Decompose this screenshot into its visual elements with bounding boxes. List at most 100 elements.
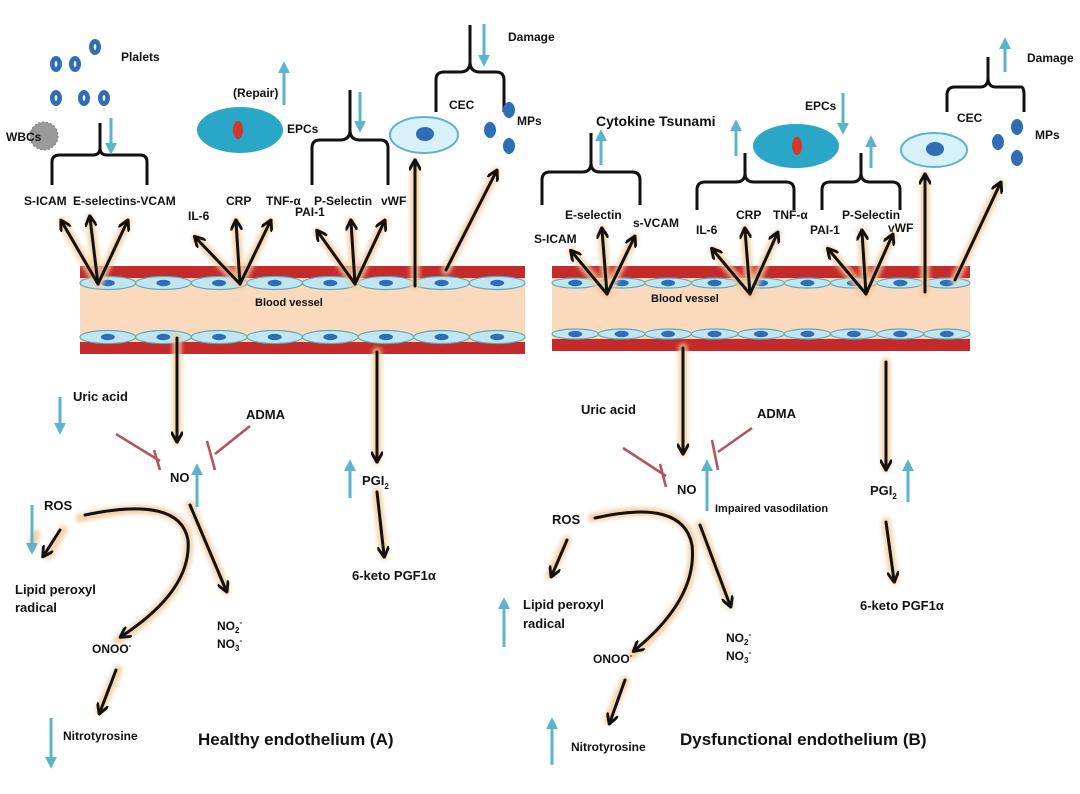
ros-label-b: ROS	[552, 512, 581, 527]
pai1-label-b: PAI-1	[810, 223, 840, 237]
s-vcam-label-b: s-VCAM	[633, 216, 679, 230]
cell-nucleus	[434, 279, 449, 287]
no-label: NO	[170, 470, 190, 485]
crp-label: CRP	[226, 194, 251, 208]
6-keto-pgf1a-label: 6-keto PGF1α	[352, 568, 436, 583]
cell-nucleus	[568, 279, 583, 287]
nitrotyrosine-label: Nitrotyrosine	[63, 729, 138, 743]
cell-nucleus	[378, 279, 393, 287]
wbcs-label: WBCs	[6, 130, 42, 144]
cell-nucleus	[661, 330, 676, 338]
ros-label: ROS	[44, 498, 73, 513]
no2-label: NO2-	[217, 618, 242, 635]
e-selectin-label-b: E-selectin	[565, 208, 622, 222]
cell-nucleus	[893, 279, 908, 287]
damage-label: Damage	[508, 30, 555, 44]
mps-label: MPs	[517, 114, 542, 128]
cell-nucleus	[893, 330, 908, 338]
no-pathway-b	[498, 343, 914, 765]
platelets-icon	[50, 39, 110, 106]
epcs-label-b: EPCs	[805, 99, 837, 113]
cell-nucleus	[212, 333, 227, 341]
cell-nucleus	[434, 333, 449, 341]
cell-nucleus	[661, 279, 676, 287]
onoo-label-b: ONOO-	[593, 651, 633, 666]
blood-vessel-label-b: Blood vessel	[651, 293, 719, 305]
p-selectin-label: P-Selectin	[314, 194, 372, 208]
mps-label-b: MPs	[1035, 128, 1060, 142]
damage-label-b: Damage	[1027, 51, 1074, 65]
cell-nucleus	[267, 333, 282, 341]
pselectin-brace-b	[820, 153, 902, 210]
onoo-label: ONOO-	[92, 641, 132, 656]
pai1-label: PAI-1	[295, 205, 325, 219]
cell-nucleus	[707, 330, 722, 338]
p-selectin-label-b: P-Selectin	[842, 208, 900, 222]
cell-nucleus	[156, 333, 171, 341]
cell-nucleus	[156, 279, 171, 287]
nitrotyrosine-label-b: Nitrotyrosine	[571, 740, 646, 754]
cell-nucleus	[378, 333, 393, 341]
lipid-peroxyl-label: Lipid peroxyl	[15, 582, 96, 597]
cell-nucleus	[707, 279, 722, 287]
panel-a-title: Healthy endothelium (A)	[198, 730, 394, 749]
panel-a-healthy: Plalets WBCs (Repair) EPCs Damage CEC MP…	[6, 24, 555, 769]
crp-label-b: CRP	[736, 208, 761, 222]
cell-nucleus	[212, 279, 227, 287]
cec-label: CEC	[449, 98, 475, 112]
no-pathway-a	[26, 333, 384, 769]
impaired-vasodilation-label: Impaired vasodilation	[715, 503, 828, 515]
adma-label-b: ADMA	[757, 406, 797, 421]
cytokine-brace-b	[695, 153, 796, 210]
cell-nucleus	[323, 279, 338, 287]
panel-b-title: Dysfunctional endothelium (B)	[680, 730, 927, 749]
il6-label: IL-6	[188, 209, 210, 223]
adhesion-brace-b	[540, 133, 642, 205]
tnf-label: TNF-α	[266, 194, 301, 208]
radical-label: radical	[15, 600, 57, 615]
pgi2-label: PGI2	[362, 473, 389, 491]
mps-icon-b	[992, 119, 1023, 166]
secretion-arrows-b	[567, 171, 1005, 299]
cell-nucleus	[846, 330, 861, 338]
cell-nucleus	[100, 279, 115, 287]
cell-nucleus	[939, 279, 954, 287]
vwf-label: vWF	[381, 194, 406, 208]
platelets-label: Plalets	[121, 50, 160, 64]
cell-nucleus	[568, 330, 583, 338]
blood-vessel-label: Blood vessel	[255, 297, 323, 309]
cell-nucleus	[800, 330, 815, 338]
adhesion-brace	[50, 123, 149, 185]
adma-label: ADMA	[246, 407, 286, 422]
radical-label-b: radical	[523, 616, 565, 631]
no2-label-b: NO2-	[726, 630, 751, 647]
cell-nucleus	[100, 333, 115, 341]
cell-nucleus	[267, 279, 282, 287]
epcs-label: EPCs	[287, 122, 319, 136]
secretion-arrows-a	[57, 157, 501, 291]
cell-nucleus	[614, 330, 629, 338]
e-selectin-vcam-label: E-selectins-VCAM	[73, 194, 176, 208]
il6-label-b: IL-6	[696, 223, 718, 237]
cec-brace	[434, 25, 506, 112]
uric-acid-label: Uric acid	[73, 389, 128, 404]
cell-nucleus	[754, 330, 768, 338]
no3-label-b: NO3-	[726, 648, 751, 665]
cytokine-tsunami-label: Cytokine Tsunami	[596, 113, 716, 129]
s-icam-label-b: S-ICAM	[534, 232, 577, 246]
6-keto-pgf1a-label-b: 6-keto PGF1α	[860, 598, 944, 613]
wbc-icon	[29, 121, 59, 151]
pselectin-brace	[310, 90, 390, 185]
cell-nucleus	[800, 279, 815, 287]
cell-nucleus	[323, 333, 338, 341]
no-label-b: NO	[677, 482, 697, 497]
pgi2-label-b: PGI2	[870, 483, 897, 501]
repair-label: (Repair)	[233, 86, 278, 100]
cell-nucleus	[490, 333, 505, 341]
no3-label: NO3-	[217, 636, 242, 653]
cell-nucleus	[939, 330, 954, 338]
lipid-peroxyl-label-b: Lipid peroxyl	[523, 597, 604, 612]
cell-nucleus	[490, 279, 505, 287]
